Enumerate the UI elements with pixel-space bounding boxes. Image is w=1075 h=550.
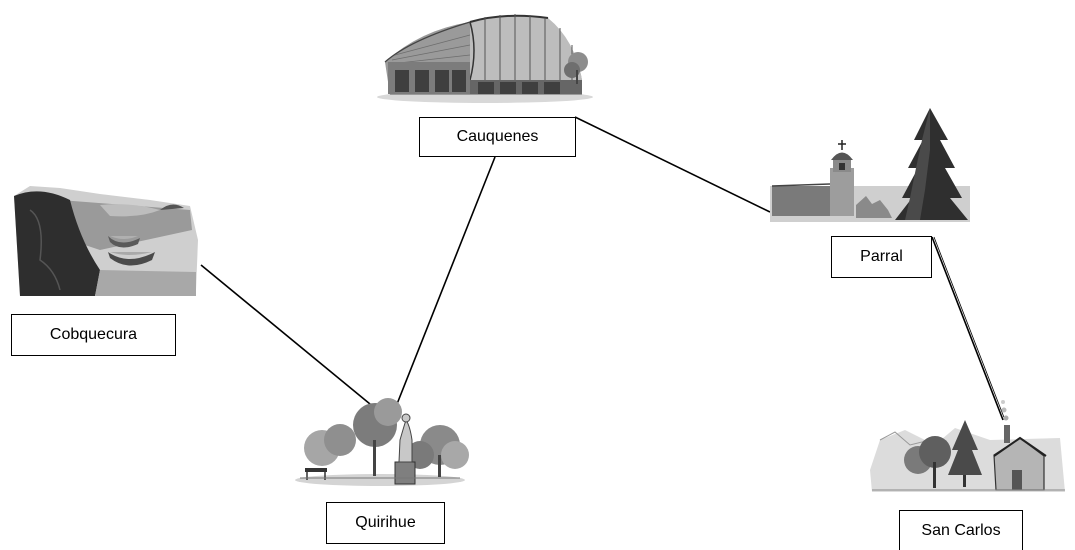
edge-cauquenes-parral	[574, 116, 771, 213]
plaza-with-statue-icon	[295, 398, 469, 486]
node-label-quirihue: Quirihue	[326, 502, 445, 544]
edges	[200, 116, 1006, 421]
node-label-san-carlos: San Carlos	[899, 510, 1023, 550]
house-with-chimney-icon	[870, 400, 1065, 492]
covered-market-building-icon	[377, 14, 593, 103]
edge-cobquecura-quirihue	[200, 264, 371, 405]
edge-parral-san-carlos	[931, 236, 1004, 421]
node-label-parral: Parral	[831, 236, 932, 278]
church-and-pine-tree-icon	[770, 108, 970, 222]
edge-cauquenes-quirihue	[396, 156, 496, 405]
node-label-cobquecura: Cobquecura	[11, 314, 176, 356]
node-label-cauquenes: Cauquenes	[419, 117, 576, 157]
coast-with-boats-icon	[14, 186, 198, 296]
edge-parral-san-carlos-shadow	[933, 236, 1006, 421]
